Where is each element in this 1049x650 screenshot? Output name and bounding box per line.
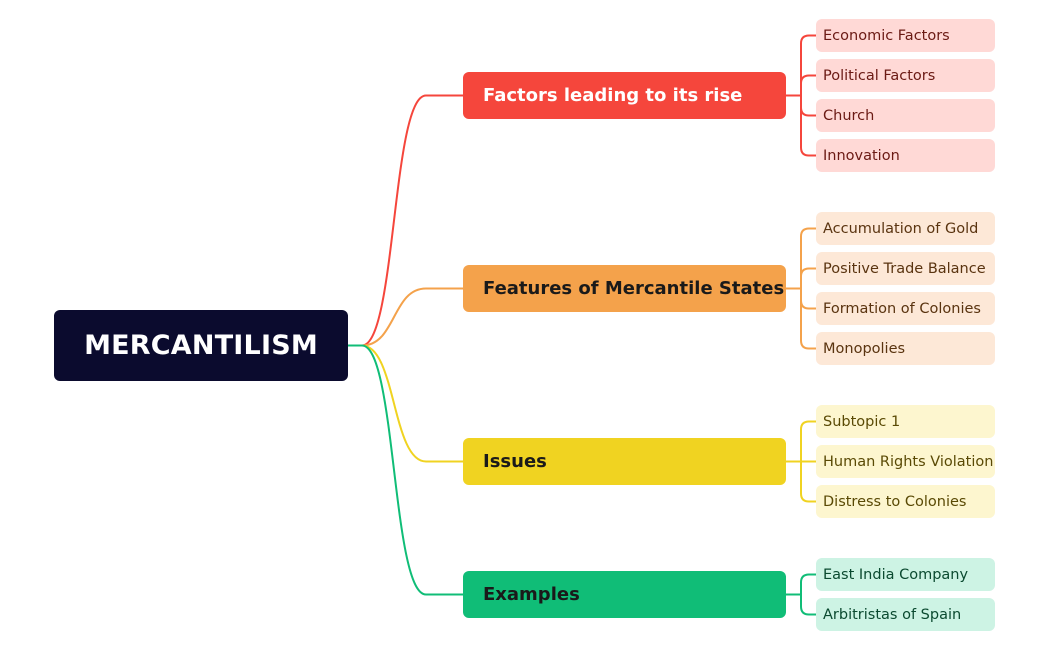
leaf-political-factors[interactable]: Political Factors: [816, 59, 995, 92]
leaf-connector: [800, 227, 817, 290]
leaf-connector: [800, 34, 817, 97]
leaf-human-rights-violation[interactable]: Human Rights Violation: [816, 445, 995, 478]
leaf-label: Human Rights Violation: [823, 453, 994, 470]
branch-features-of-mercantile-states[interactable]: Features of Mercantile States: [463, 265, 786, 312]
leaf-label: Church: [823, 107, 875, 124]
leaf-label: Arbitristas of Spain: [823, 606, 962, 623]
leaf-connector: [800, 267, 817, 290]
branch-label: Factors leading to its rise: [483, 85, 743, 106]
leaf-formation-of-colonies[interactable]: Formation of Colonies: [816, 292, 995, 325]
leaf-label: Formation of Colonies: [823, 300, 981, 317]
leaf-label: Economic Factors: [823, 27, 950, 44]
leaf-distress-to-colonies[interactable]: Distress to Colonies: [816, 485, 995, 518]
branch-examples[interactable]: Examples: [463, 571, 786, 618]
leaf-positive-trade-balance[interactable]: Positive Trade Balance: [816, 252, 995, 285]
leaf-label: Subtopic 1: [823, 413, 901, 430]
root-topic-label: MERCANTILISM: [84, 330, 318, 361]
leaf-label: Political Factors: [823, 67, 936, 84]
leaf-accumulation-of-gold[interactable]: Accumulation of Gold: [816, 212, 995, 245]
leaf-subtopic-1[interactable]: Subtopic 1: [816, 405, 995, 438]
leaf-connector: [800, 94, 817, 117]
branch-label: Issues: [483, 451, 547, 472]
branch-label: Examples: [483, 584, 580, 605]
leaf-connector: [800, 74, 817, 97]
leaf-arbitristas-of-spain[interactable]: Arbitristas of Spain: [816, 598, 995, 631]
leaf-label: Positive Trade Balance: [823, 260, 986, 277]
leaf-label: Monopolies: [823, 340, 906, 357]
leaf-church[interactable]: Church: [816, 99, 995, 132]
leaf-connector: [800, 460, 817, 503]
leaf-east-india-company[interactable]: East India Company: [816, 558, 995, 591]
leaf-economic-factors[interactable]: Economic Factors: [816, 19, 995, 52]
leaf-label: East India Company: [823, 566, 969, 583]
leaf-label: Accumulation of Gold: [823, 220, 979, 237]
leaf-connector: [800, 287, 817, 350]
branch-issues[interactable]: Issues: [463, 438, 786, 485]
leaf-label: Distress to Colonies: [823, 493, 967, 510]
branch-connector: [361, 287, 464, 347]
leaf-monopolies[interactable]: Monopolies: [816, 332, 995, 365]
branch-connector: [361, 344, 464, 463]
leaf-innovation[interactable]: Innovation: [816, 139, 995, 172]
leaf-connector: [800, 287, 817, 310]
branch-connector: [361, 94, 464, 347]
branch-connector: [361, 344, 464, 596]
root-topic-mercantilism[interactable]: MERCANTILISM: [54, 310, 348, 381]
branch-label: Features of Mercantile States: [483, 278, 785, 299]
leaf-connector: [800, 420, 817, 463]
leaf-connector: [800, 573, 817, 596]
leaf-connector: [800, 593, 817, 616]
branch-factors-leading-to-its-rise[interactable]: Factors leading to its rise: [463, 72, 786, 119]
leaf-connector: [800, 94, 817, 157]
leaf-label: Innovation: [823, 147, 900, 164]
